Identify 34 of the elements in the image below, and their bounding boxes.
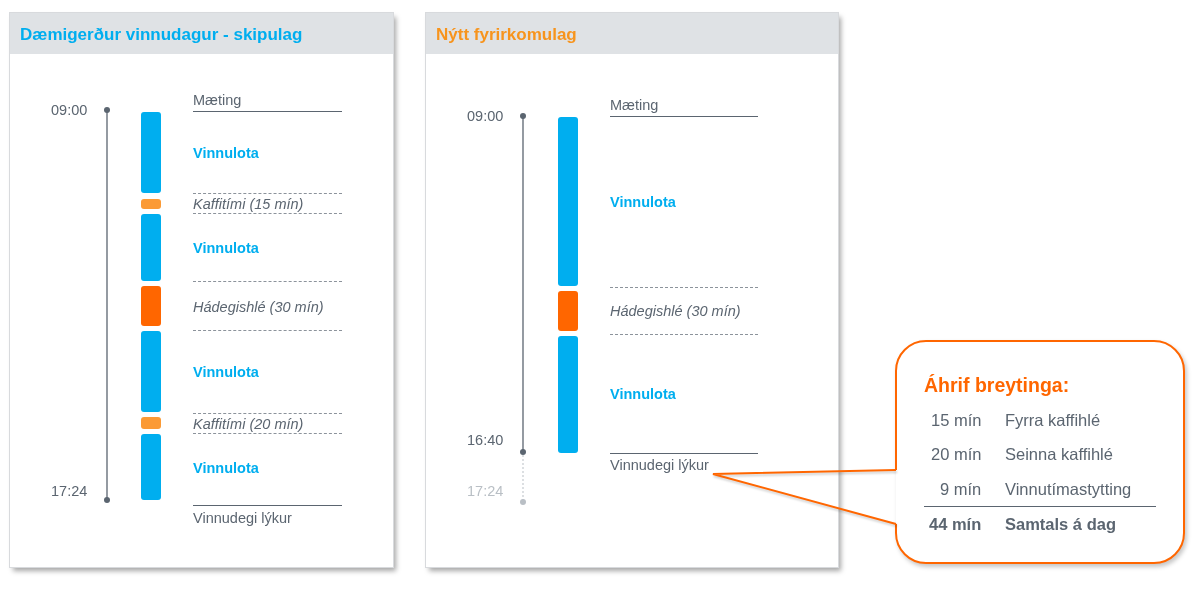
change-label: Vinnutímastytting [1005,478,1132,500]
change-label: Fyrra kaffihlé [1005,409,1101,431]
row-label: Mæting [193,91,242,109]
schedule-panel [10,13,393,567]
callout-bubble [895,340,1185,564]
total-minutes: 44 mín [929,513,982,535]
callout-title: Áhrif breytinga: [924,373,1070,397]
minutes-value: 20 mín [931,443,982,465]
time-label: 17:24 [51,482,88,500]
session-label: Vinnulota [193,239,259,257]
session-label: Vinnulota [610,385,676,403]
minutes-value: 15 mín [931,409,982,431]
break-label: Kaffitími (15 mín) [193,195,304,213]
change-label: Seinna kaffihlé [1005,443,1113,465]
callout-pointer [711,469,897,525]
panel-title: Nýtt fyrirkomulag [436,23,577,45]
session-label: Vinnulota [193,363,259,381]
time-label: 09:00 [51,101,88,119]
break-label: Hádegishlé (30 mín) [610,302,741,320]
schedule-panel [426,13,838,567]
break-label: Kaffitími (20 mín) [193,415,304,433]
session-label: Vinnulota [193,144,259,162]
panel-title: Dæmigerður vinnudagur - skipulag [20,23,303,45]
minutes-value: 9 mín [940,478,982,500]
break-label: Hádegishlé (30 mín) [193,298,324,316]
time-label: 09:00 [467,107,504,125]
time-label: 16:40 [467,431,504,449]
end-label: Vinnudegi lýkur [610,456,709,474]
session-label: Vinnulota [193,459,259,477]
row-label: Mæting [610,96,659,114]
total-label: Samtals á dag [1005,513,1116,535]
session-label: Vinnulota [610,193,676,211]
time-label: 17:24 [467,482,504,500]
row-label: Vinnudegi lýkur [193,509,292,527]
